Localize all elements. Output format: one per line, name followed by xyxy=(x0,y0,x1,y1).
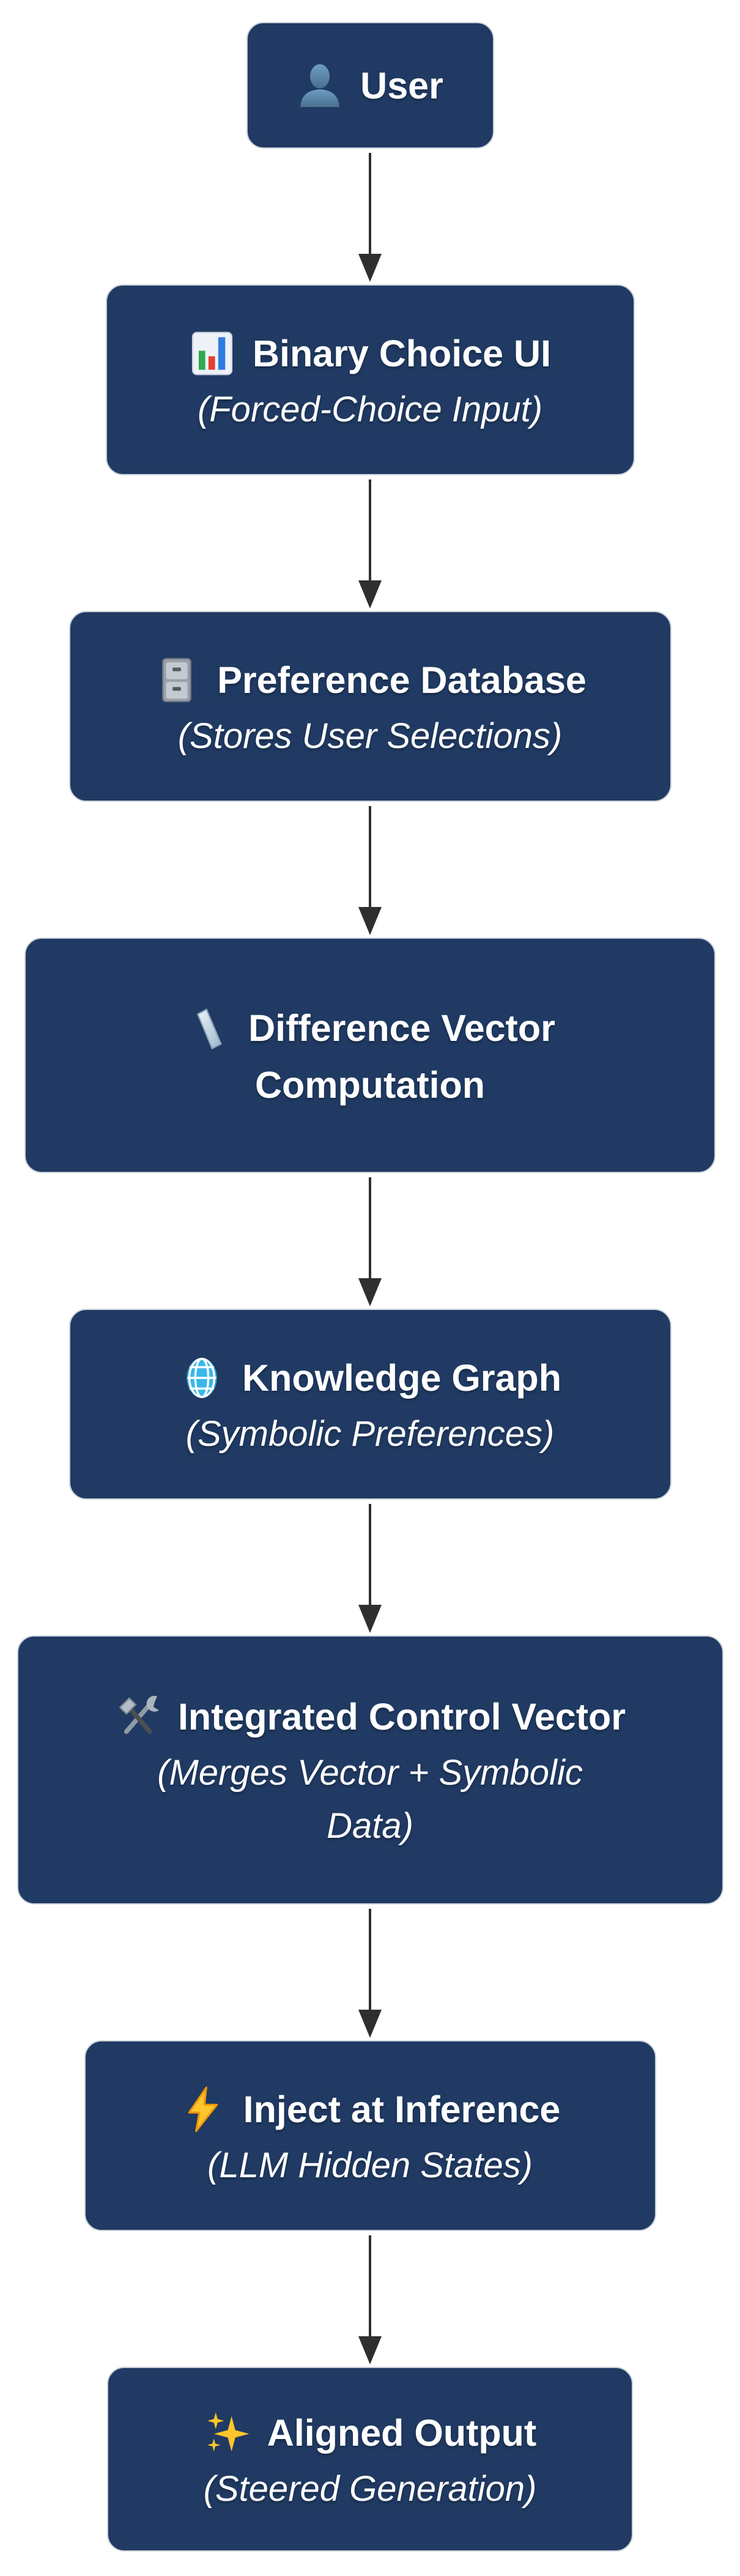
lightning-icon xyxy=(180,2086,226,2133)
flow-arrow-knowledge-graph-to-integrated-control-vector xyxy=(358,1500,382,1635)
flow-arrow-integrated-control-vector-to-inject-at-inference xyxy=(358,1904,382,2040)
arrow-line xyxy=(369,153,371,254)
node-subtitle-text: (Symbolic Preferences) xyxy=(185,1413,555,1454)
node-title-text: User xyxy=(360,64,443,106)
flow-arrow-inject-at-inference-to-aligned-output xyxy=(358,2231,382,2367)
node-line: (Stores User Selections) xyxy=(178,716,563,757)
arrowhead-icon xyxy=(358,1278,382,1306)
bar-chart-icon xyxy=(189,330,235,377)
node-title-text: Integrated Control Vector xyxy=(177,1696,626,1738)
node-line: (Steered Generation) xyxy=(204,2468,537,2509)
node-title-text: Difference Vector xyxy=(248,1007,555,1049)
flow-node-integrated-control-vector: Integrated Control Vector (Merges Vector … xyxy=(17,1635,723,1904)
node-title-text: Binary Choice UI xyxy=(252,332,552,374)
arrowhead-icon xyxy=(358,907,382,935)
node-line: (Forced-Choice Input) xyxy=(198,389,542,430)
user-icon xyxy=(297,62,343,109)
node-line: Difference Vector xyxy=(185,1005,555,1051)
flow-arrow-preference-database-to-difference-vector-computation xyxy=(358,802,382,938)
node-subtitle-text: (Merges Vector + Symbolic xyxy=(157,1753,583,1793)
node-line: Binary Choice UI xyxy=(189,330,551,377)
flow-arrow-difference-vector-computation-to-knowledge-graph xyxy=(358,1173,382,1309)
node-subtitle-text: (Forced-Choice Input) xyxy=(197,389,543,429)
node-subtitle-text: (Stores User Selections) xyxy=(177,716,563,756)
arrowhead-icon xyxy=(358,580,382,609)
node-line: Knowledge Graph xyxy=(179,1355,561,1401)
node-subtitle-text: Data) xyxy=(327,1806,413,1846)
arrow-line xyxy=(369,1909,371,2010)
hammer-wrench-icon xyxy=(114,1693,161,1740)
node-line: (Merges Vector + Symbolic xyxy=(157,1752,583,1793)
flow-arrow-user-to-binary-choice-ui xyxy=(358,149,382,284)
node-title-text: Knowledge Graph xyxy=(242,1356,561,1399)
sparkles-icon xyxy=(204,2410,250,2456)
node-title-text: Aligned Output xyxy=(267,2411,537,2454)
file-cabinet-icon xyxy=(154,657,200,703)
flow-node-knowledge-graph: Knowledge Graph (Symbolic Preferences) xyxy=(68,1309,672,1500)
flow-node-inject-at-inference: Inject at Inference (LLM Hidden States) xyxy=(84,2040,656,2231)
node-line: Data) xyxy=(327,1805,413,1846)
node-line: (Symbolic Preferences) xyxy=(186,1413,555,1454)
node-line: User xyxy=(297,62,443,109)
arrow-line xyxy=(369,1177,371,1278)
node-line: Aligned Output xyxy=(204,2410,536,2456)
node-line: Computation xyxy=(255,1064,485,1106)
arrowhead-icon xyxy=(358,2010,382,2038)
arrow-line xyxy=(369,2235,371,2336)
flow-node-user: User xyxy=(246,22,494,149)
flow-node-aligned-output: Aligned Output (Steered Generation) xyxy=(107,2367,633,2552)
arrowhead-icon xyxy=(358,254,382,282)
arrow-line xyxy=(369,1504,371,1605)
node-subtitle-text: (LLM Hidden States) xyxy=(207,2145,533,2185)
arrow-line xyxy=(369,479,371,580)
flow-node-preference-database: Preference Database (Stores User Selectio… xyxy=(68,611,672,802)
arrow-line xyxy=(369,806,371,907)
arrowhead-icon xyxy=(358,1605,382,1633)
node-line: Preference Database xyxy=(154,657,586,703)
node-subtitle-text: (Steered Generation) xyxy=(203,2468,537,2509)
node-line: (LLM Hidden States) xyxy=(207,2145,533,2186)
flow-arrow-binary-choice-ui-to-preference-database xyxy=(358,475,382,611)
node-title-text: Inject at Inference xyxy=(243,2088,561,2130)
node-title-text: Preference Database xyxy=(217,659,586,701)
node-line: Integrated Control Vector xyxy=(114,1693,626,1740)
node-line: Inject at Inference xyxy=(180,2086,561,2133)
node-title-text: Computation xyxy=(254,1064,486,1106)
flow-node-binary-choice-ui: Binary Choice UI (Forced-Choice Input) xyxy=(105,284,635,475)
ruler-icon xyxy=(185,1005,231,1051)
globe-icon xyxy=(179,1355,225,1401)
arrowhead-icon xyxy=(358,2336,382,2364)
